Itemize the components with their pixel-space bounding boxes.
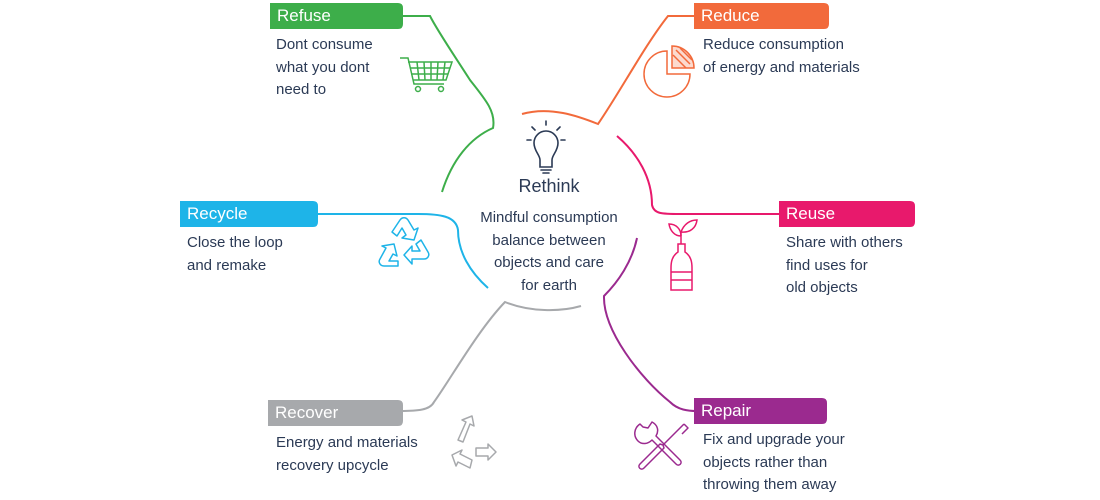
recycle-connector — [316, 213, 489, 289]
reduce-label: Reduce — [701, 6, 760, 25]
recover-description: Energy and materials recovery upcycle — [276, 432, 418, 477]
reuse-line-3: old objects — [786, 279, 858, 296]
refuse-line-1: Dont consume — [276, 36, 373, 53]
center-line-1: Mindful consumption — [480, 209, 618, 226]
repair-tab-shape — [694, 398, 827, 424]
center-line-4: for earth — [521, 276, 577, 294]
reduce-line-1: Reduce consumption — [703, 36, 844, 53]
refuse-label: Refuse — [277, 6, 331, 25]
repair-line-2: objects rather than — [703, 453, 828, 471]
refuse-tab-shape — [270, 3, 403, 29]
repair-description: Fix and upgrade your objects rather than… — [703, 429, 845, 497]
repair-connector — [602, 237, 698, 412]
pie-chart-icon — [643, 45, 695, 98]
reduce-description: Reduce consumption of energy and materia… — [703, 34, 860, 79]
recycle-label: Recycle — [187, 204, 248, 223]
bottle-plant-icon — [668, 219, 698, 291]
reuse-tab-shape — [779, 201, 915, 227]
reuse-label: Reuse — [786, 204, 836, 223]
recover-line-1: Energy and materials — [276, 434, 418, 451]
repair-label: Repair — [701, 401, 752, 420]
recycle-description: Close the loop and remake — [187, 232, 283, 277]
recover-label: Recover — [275, 403, 339, 422]
recover-arrows-icon — [451, 415, 497, 469]
repair-line-3: throwing them away — [703, 476, 837, 493]
refuse-connector — [400, 15, 495, 193]
lightbulb-icon — [526, 120, 566, 174]
reuse-description: Share with others find uses for old obje… — [786, 232, 903, 300]
recycle-line-2: and remake — [187, 256, 267, 274]
reduce-tab-shape — [694, 3, 829, 29]
center-line-3: objects and care — [493, 254, 605, 271]
reduce-connector — [521, 15, 697, 126]
refuse-line-3: need to — [276, 81, 327, 98]
repair-line-1: Fix and upgrade your — [703, 431, 845, 448]
recycle-line-1: Close the loop — [187, 234, 283, 251]
center-description: Mindful consumption balance between obje… — [462, 207, 636, 297]
reuse-line-1: Share with others — [786, 234, 903, 251]
center-title: Rethink — [518, 176, 580, 196]
recover-tab-shape — [268, 400, 403, 426]
refuse-line-2: what you dont — [276, 58, 370, 76]
center-line-2: balance between — [492, 231, 606, 249]
refuse-description: Dont consume what you dont need to — [276, 34, 373, 102]
recycle-icon — [378, 217, 430, 267]
shopping-cart-icon — [400, 57, 454, 93]
reuse-connector — [616, 135, 782, 215]
reduce-line-2: of energy and materials — [703, 58, 860, 76]
wrench-screwdriver-icon — [634, 421, 689, 470]
recycle-tab-shape — [180, 201, 318, 227]
reuse-line-2: find uses for — [786, 256, 868, 274]
recover-connector — [399, 300, 582, 412]
recover-line-2: recovery upcycle — [276, 456, 389, 474]
